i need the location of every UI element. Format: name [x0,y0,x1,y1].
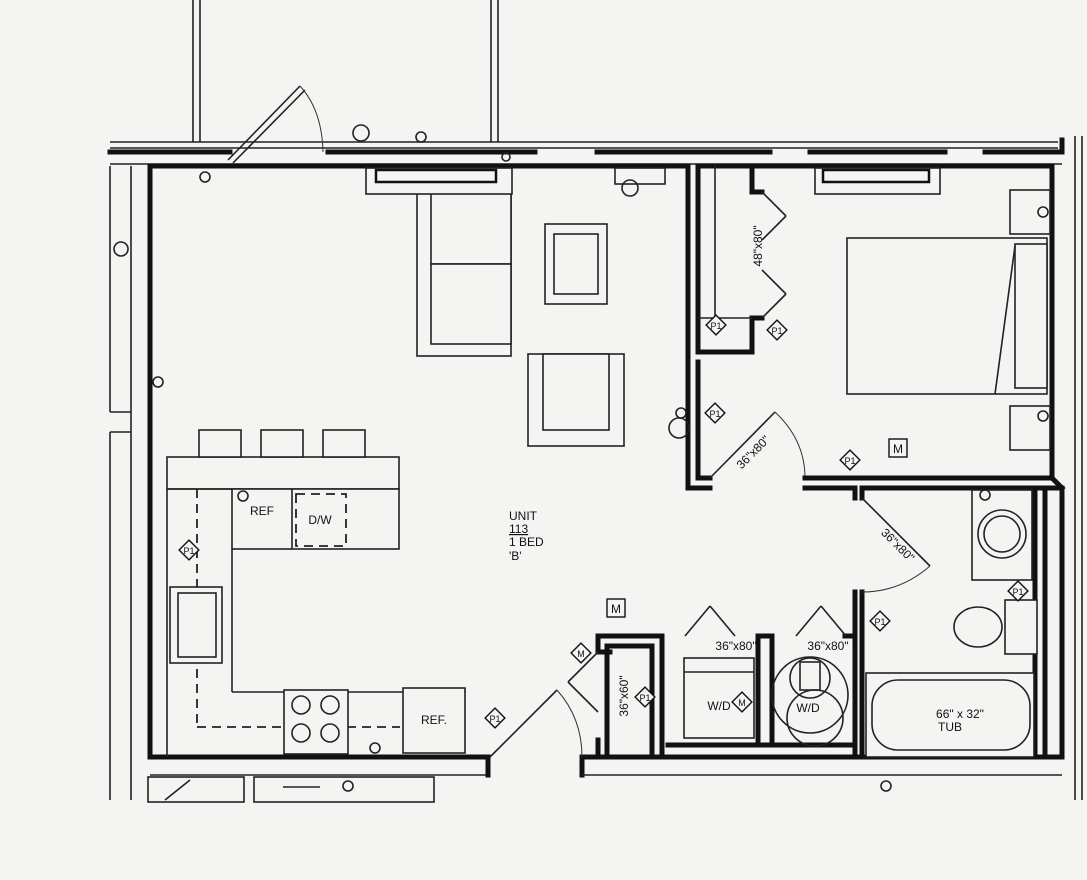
hall-door [489,651,599,758]
washer-dryer-1-label: W/D [707,699,731,713]
dishwasher-label: D/W [308,513,332,527]
m-tag: M [606,598,626,618]
p1-tag: P1 [869,610,891,632]
laundry-bifold-doors [684,605,847,637]
p1-tag: P1 [705,314,727,336]
svg-text:M: M [893,442,903,456]
p1-tag: P1 [704,402,726,424]
m-tag: M [570,642,592,664]
unit-type: 1 BED [509,535,544,549]
svg-text:M: M [738,698,746,708]
outlet-markers [113,124,1049,792]
m-tag: M [731,691,753,713]
svg-text:P1: P1 [710,321,721,331]
laundry-door-left-size: 36"x80" [715,639,756,653]
unit-label-line1: UNIT [509,509,538,523]
bathroom-fixtures [865,489,1038,758]
bedroom-door [709,411,806,479]
svg-text:P1: P1 [183,546,194,556]
m-tag: M [888,438,908,458]
kitchen-cabinets [166,429,466,757]
tags: P1 P1 P1 P1 P1 P1 P1 P1 [178,314,1029,729]
svg-text:P1: P1 [874,617,885,627]
svg-text:M: M [577,649,585,659]
closet-door-size: 48"x80" [751,225,765,266]
bedroom-furniture [814,167,1051,451]
p1-tag: P1 [484,707,506,729]
tub-size: 66" x 32" [936,707,984,721]
unit-number: 113 [509,522,528,536]
p1-tag: P1 [839,449,861,471]
unit-label: UNIT 113 1 BED 'B' [509,509,544,563]
patio-lines [192,0,499,142]
bath-walls [802,474,1066,760]
svg-text:M: M [611,602,621,616]
unit-plan: 'B' [509,549,522,563]
svg-text:P1: P1 [489,714,500,724]
washer-dryer-2-label: W/D [796,701,820,715]
refrigerator-wall-label: REF. [421,713,447,727]
svg-text:P1: P1 [1012,587,1023,597]
bathroom-door [861,497,931,593]
tub-label: TUB [938,720,962,734]
svg-text:P1: P1 [709,409,720,419]
svg-text:P1: P1 [844,456,855,466]
linen-door-size: 36"x60" [617,675,631,716]
living-furniture [365,167,666,447]
p1-tag: P1 [766,319,788,341]
closet-walls [685,163,787,491]
p1-tag: P1 [634,686,656,708]
svg-text:P1: P1 [771,326,782,336]
bedroom-door-size: 36"x80" [734,433,773,472]
svg-text:P1: P1 [639,693,650,703]
lower-context [147,776,435,803]
entry-door [227,85,324,164]
laundry-door-right-size: 36"x80" [807,639,848,653]
bathroom-door-size: 36"x80" [878,526,917,565]
p1-tag: P1 [178,539,200,561]
p1-tag: P1 [1007,580,1029,602]
refrigerator-island-label: REF [250,504,274,518]
